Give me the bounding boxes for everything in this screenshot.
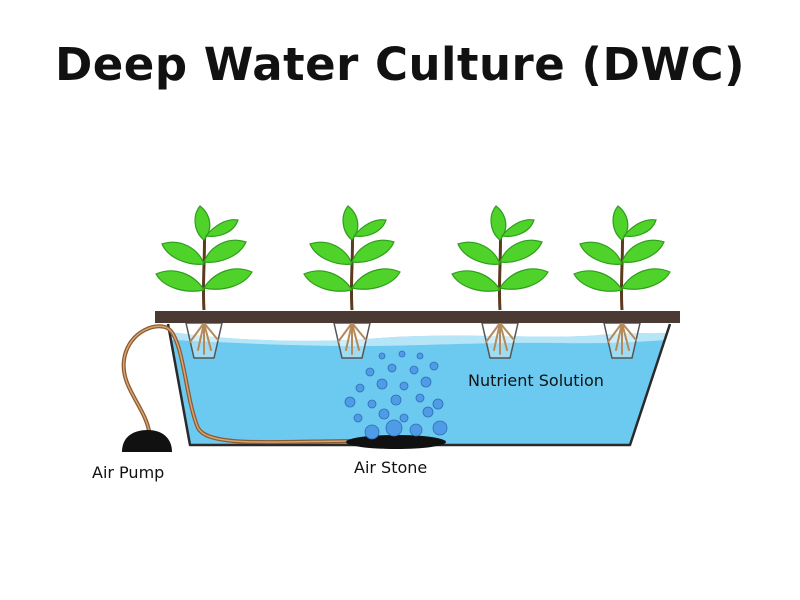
leaf [204, 219, 239, 237]
leaf [622, 219, 657, 237]
air-pump-icon [122, 430, 172, 452]
plant [451, 205, 549, 311]
water-surface-highlight [170, 332, 668, 346]
nutrient-solution-water [170, 332, 668, 444]
plant [155, 205, 253, 311]
leaf [303, 270, 353, 292]
leaf [161, 241, 205, 265]
nutrient-solution-label: Nutrient Solution [468, 371, 604, 390]
leaf [457, 241, 501, 265]
air-bubbles [344, 350, 448, 440]
air-pump-label: Air Pump [92, 463, 165, 482]
leaf [451, 270, 501, 292]
leaf [500, 219, 535, 237]
leaf [351, 239, 395, 263]
leaf [203, 239, 247, 263]
roots [189, 322, 637, 355]
air-tube-highlight [123, 325, 353, 443]
plant [303, 205, 401, 311]
raft-lid [155, 311, 680, 323]
leaf [499, 268, 549, 290]
leaf [621, 239, 665, 263]
leaf [203, 268, 253, 290]
leaf [194, 205, 211, 241]
diagram-title: Deep Water Culture (DWC) [54, 38, 746, 91]
air-stone-label: Air Stone [354, 458, 428, 477]
leaf [499, 239, 543, 263]
leaf [579, 241, 623, 265]
leaf [490, 205, 507, 241]
leaf [612, 205, 629, 241]
air-stone [346, 435, 446, 449]
leaf [573, 270, 623, 292]
leaf [352, 219, 387, 237]
leaf [621, 268, 671, 290]
leaf [309, 241, 353, 265]
leaf [351, 268, 401, 290]
leaf [342, 205, 359, 241]
leaf [155, 270, 205, 292]
plant [573, 205, 671, 311]
